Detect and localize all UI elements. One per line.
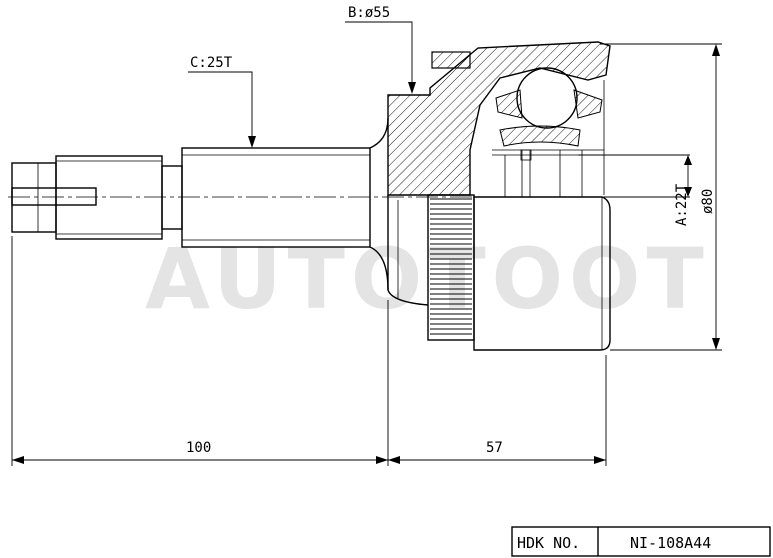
label-b-text: B:ø55 [348, 5, 390, 21]
dim-left-text: 100 [186, 440, 211, 456]
dimension-bottom: 100 57 [11, 236, 607, 466]
label-dia-text: ø80 [700, 189, 716, 214]
label-c-text: C:25T [190, 55, 233, 71]
dim-right-text: 57 [486, 440, 503, 456]
title-block: HDK NO. NI-108A44 [511, 526, 771, 557]
dimension-dia: ø80 [600, 43, 722, 351]
label-b: B:ø55 [345, 5, 416, 94]
shaft [11, 117, 389, 291]
title-block-field: HDK NO. [517, 534, 580, 552]
abs-ring [427, 194, 475, 341]
dimension-a: A:22T [578, 154, 692, 226]
title-block-value: NI-108A44 [630, 534, 711, 552]
outer-race [387, 195, 611, 351]
label-a-text: A:22T [674, 183, 690, 226]
bell-housing [387, 41, 611, 197]
label-c: C:25T [188, 55, 256, 148]
